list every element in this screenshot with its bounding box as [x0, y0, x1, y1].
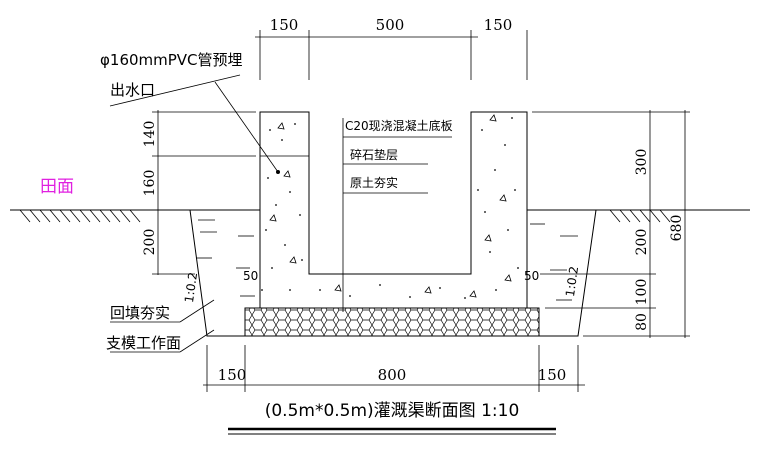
dim-right-total: 680 — [669, 215, 685, 242]
dim-left-2: 160 — [142, 170, 158, 197]
dim-bottom-1: 150 — [218, 366, 247, 384]
dim-top-2: 500 — [376, 16, 405, 34]
label-concrete: C20现浇混凝土底板 — [345, 118, 453, 133]
dim-bottom-3: 150 — [538, 366, 567, 384]
slope-left: 1:0.2 — [182, 271, 200, 303]
dim-50-right: 50 — [524, 269, 539, 283]
dim-left-3: 200 — [142, 229, 158, 256]
label-gravel: 碎石垫层 — [350, 147, 398, 162]
dim-left-lines — [152, 110, 256, 275]
dim-top-3: 150 — [484, 16, 513, 34]
dim-right-1: 300 — [634, 149, 650, 176]
label-formwork: 支模工作面 — [106, 334, 181, 352]
dim-left-1: 140 — [142, 121, 158, 148]
drawing-title: (0.5m*0.5m)灌溉渠断面图 1:10 — [265, 401, 520, 421]
backfill-zone — [196, 219, 578, 301]
dim-bottom-lines — [203, 345, 585, 392]
label-pipe: φ160mmPVC管预埋 — [100, 51, 243, 69]
dim-bottom-2: 800 — [378, 366, 407, 384]
ground-line — [10, 209, 750, 223]
dim-top-1: 150 — [270, 16, 299, 34]
pipe-leader — [109, 74, 280, 174]
slope-right: 1:0.2 — [563, 265, 581, 297]
dim-right-lines — [532, 110, 690, 338]
dim-right-3: 100 — [634, 279, 650, 306]
dim-right-4: 80 — [634, 313, 650, 331]
title-underline — [228, 427, 556, 435]
dim-50-left: 50 — [243, 269, 258, 283]
bottom-left-leaders — [110, 299, 215, 353]
channel-concrete — [259, 111, 528, 309]
label-backfill: 回填夯实 — [110, 304, 170, 322]
gravel-layer — [244, 307, 540, 337]
dim-right-2: 200 — [634, 229, 650, 256]
dim-top-lines — [255, 30, 528, 80]
label-compact: 原土夯实 — [350, 175, 398, 190]
label-outlet: 出水口 — [110, 81, 155, 99]
layer-leaders — [342, 118, 452, 312]
label-ground: 田面 — [40, 177, 74, 197]
